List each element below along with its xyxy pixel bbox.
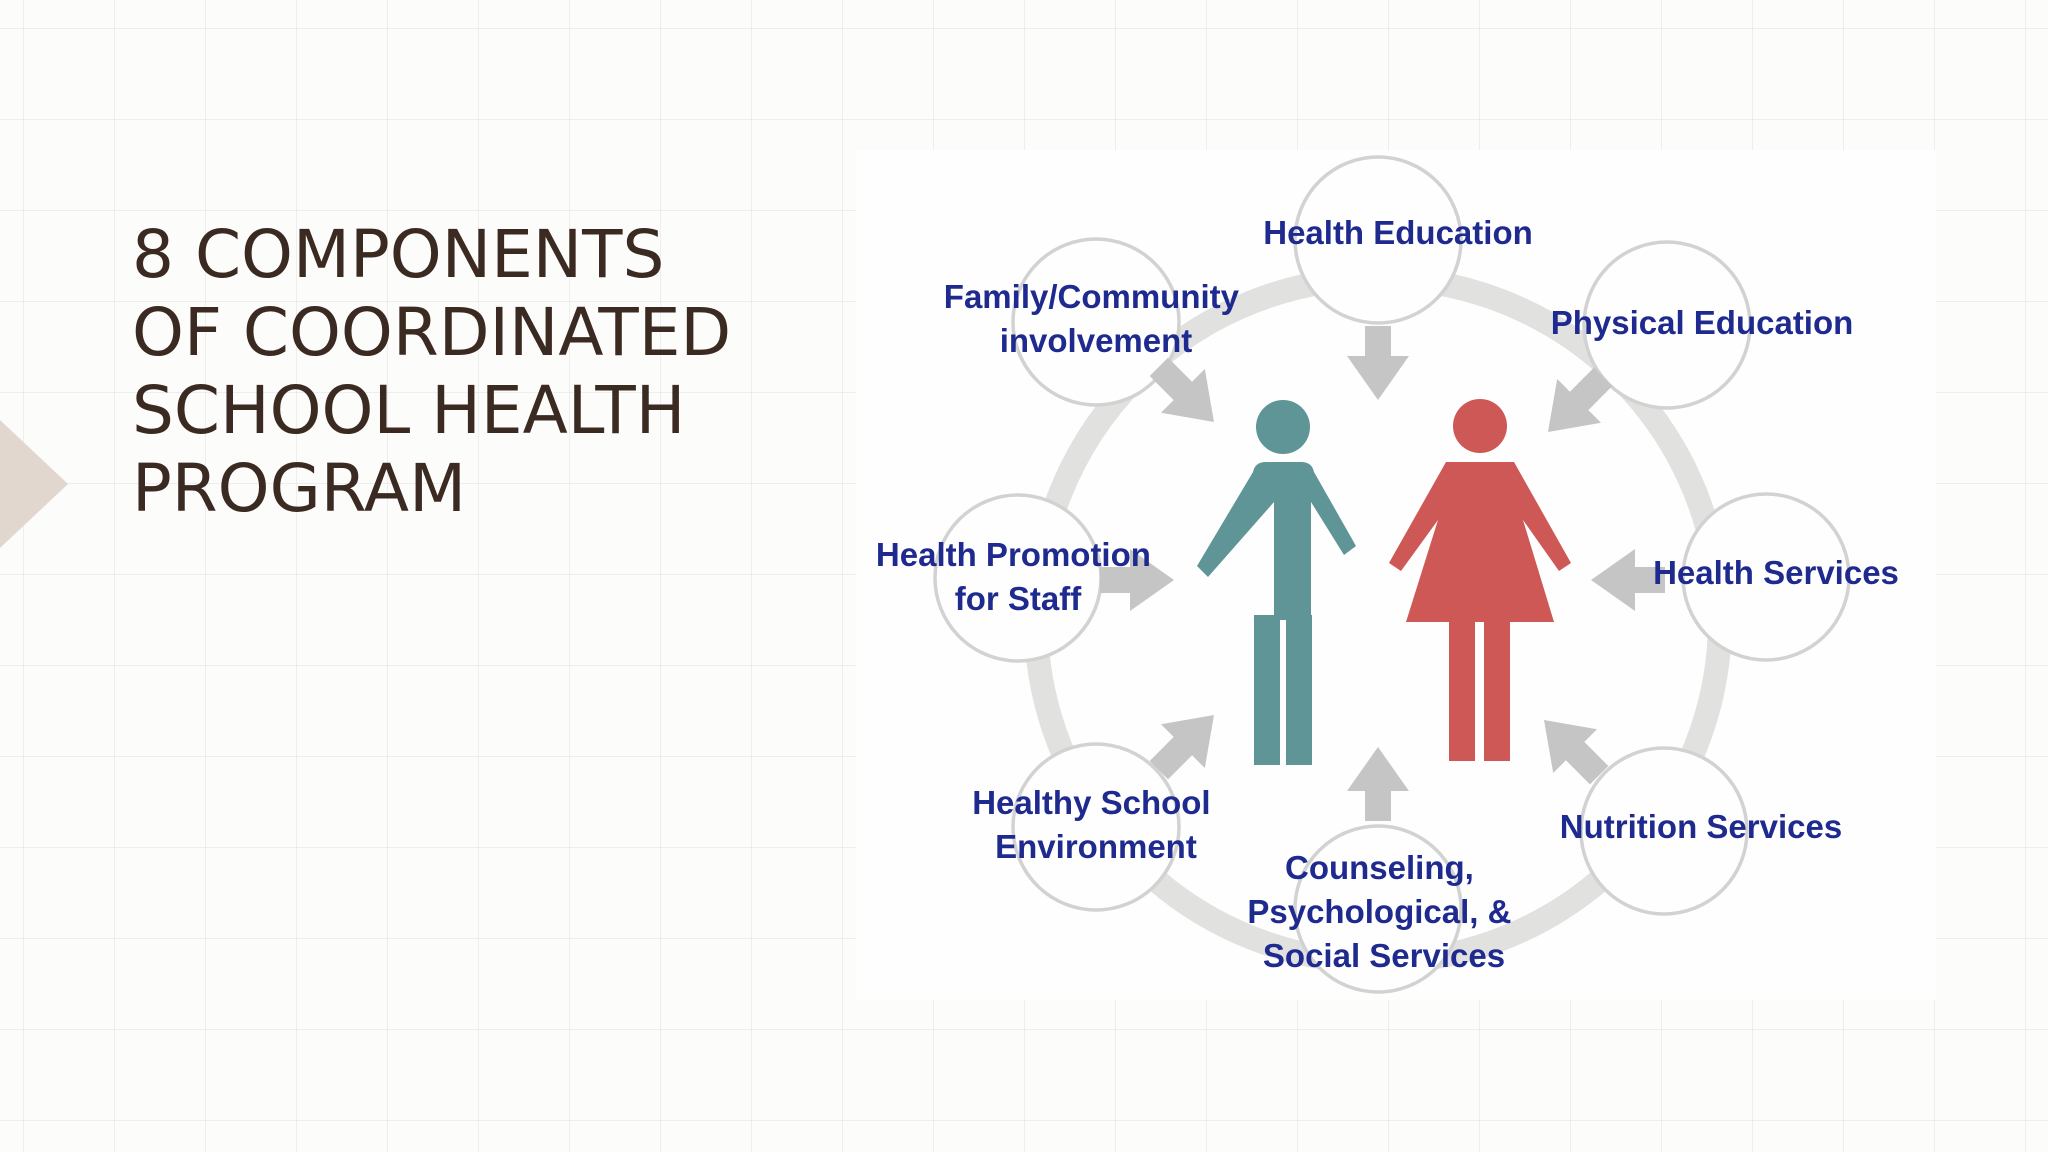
arrow-healthy-school-environment bbox=[1149, 715, 1214, 780]
component-circles bbox=[933, 155, 1851, 994]
arrow-counseling bbox=[1347, 747, 1409, 821]
arrow-physical-education bbox=[1548, 367, 1613, 432]
label-physical-education: Physical Education bbox=[1551, 304, 1854, 341]
circle-health-education bbox=[1293, 155, 1463, 325]
female-figure-icon bbox=[1389, 399, 1571, 761]
label-health-promotion-staff: Health Promotion for Staff bbox=[876, 536, 1160, 617]
label-health-services: Health Services bbox=[1653, 554, 1899, 591]
arrow-nutrition-services bbox=[1544, 720, 1609, 785]
arrow-health-education bbox=[1347, 326, 1409, 400]
label-nutrition-services: Nutrition Services bbox=[1560, 808, 1842, 845]
label-healthy-school-environment: Healthy School Environment bbox=[972, 784, 1220, 865]
male-figure-icon bbox=[1197, 400, 1356, 765]
circle-health-promotion-staff bbox=[933, 493, 1103, 663]
arrows bbox=[1100, 326, 1665, 821]
arrow-health-promotion-staff bbox=[1100, 549, 1174, 611]
arrow-family-community bbox=[1149, 357, 1214, 422]
label-counseling: Counseling, Psychological, & Social Serv… bbox=[1247, 849, 1520, 974]
component-labels: Health Education Physical Education Heal… bbox=[876, 214, 1899, 974]
label-family-community: Family/Community involvement bbox=[944, 278, 1248, 359]
arrow-health-services bbox=[1591, 549, 1665, 611]
slide-title: 8 COMPONENTS OF COORDINATED SCHOOL HEALT… bbox=[132, 216, 732, 527]
slide-marker bbox=[0, 420, 68, 548]
circle-nutrition-services bbox=[1579, 746, 1749, 916]
label-health-education: Health Education bbox=[1263, 214, 1533, 251]
circle-health-services bbox=[1681, 492, 1851, 662]
coordinated-school-health-diagram: Health Education Physical Education Heal… bbox=[856, 150, 1936, 1000]
circle-counseling bbox=[1293, 824, 1463, 994]
circle-physical-education bbox=[1582, 240, 1752, 410]
circle-healthy-school-environment bbox=[1011, 742, 1181, 912]
circle-family-community bbox=[1011, 237, 1181, 407]
